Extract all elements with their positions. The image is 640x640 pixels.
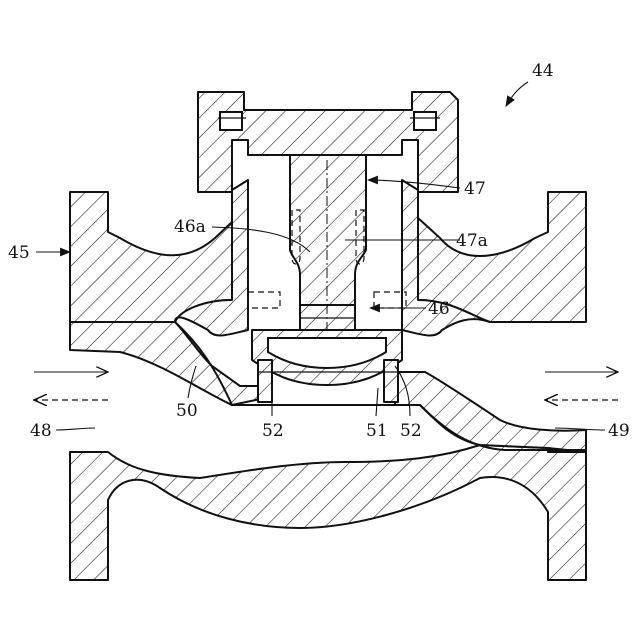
label-44: 44 bbox=[532, 61, 554, 81]
label-51: 51 bbox=[366, 421, 388, 441]
stem-body bbox=[290, 155, 366, 330]
label-47: 47 bbox=[464, 179, 486, 199]
cap-left-notch bbox=[220, 112, 242, 130]
valve-seat bbox=[252, 330, 402, 402]
seat-ring-left bbox=[258, 360, 272, 402]
label-52-left: 52 bbox=[262, 421, 284, 441]
partition-right bbox=[395, 372, 586, 452]
partition-wall bbox=[70, 322, 265, 405]
body-bottom bbox=[70, 445, 586, 580]
label-45: 45 bbox=[8, 243, 30, 263]
label-49: 49 bbox=[608, 421, 630, 441]
label-46: 46 bbox=[428, 299, 450, 319]
label-46a: 46a bbox=[174, 217, 206, 237]
label-52-right: 52 bbox=[400, 421, 422, 441]
label-48: 48 bbox=[30, 421, 52, 441]
seat-ring-right bbox=[384, 360, 398, 402]
label-50: 50 bbox=[176, 401, 198, 421]
label-47a: 47a bbox=[456, 231, 488, 251]
cap-right-notch bbox=[414, 112, 436, 130]
